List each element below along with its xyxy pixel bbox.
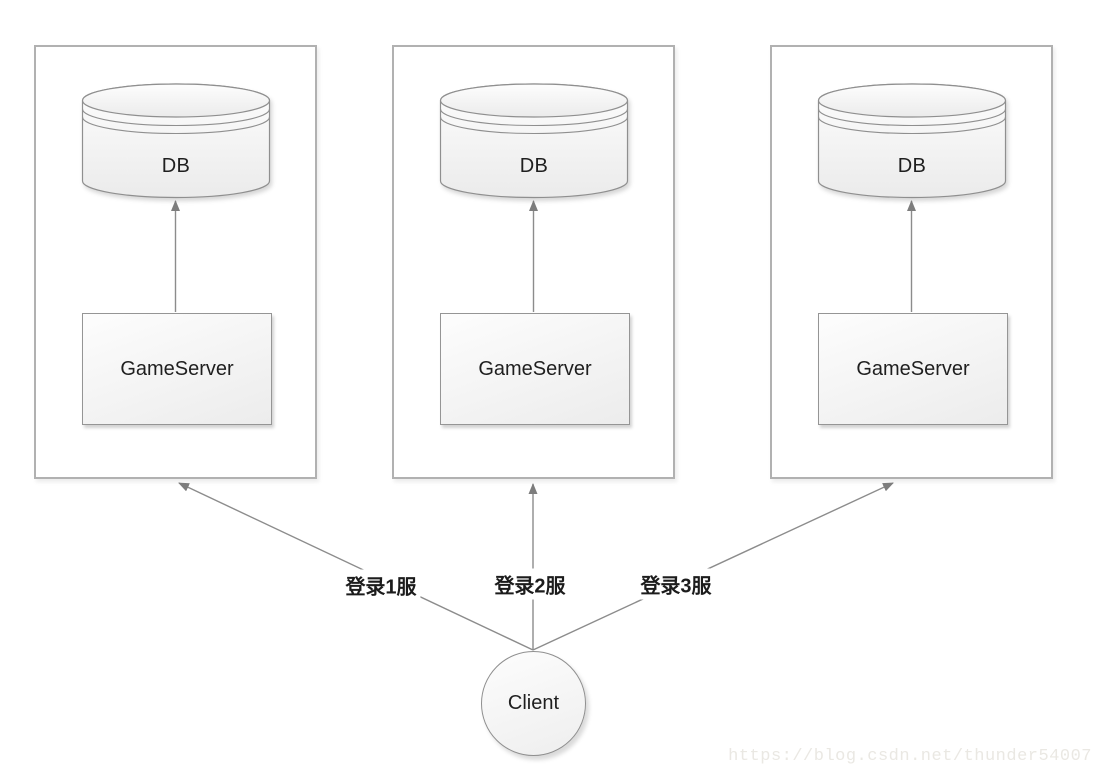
edge-label-login-server1: 登录1服: [341, 569, 421, 601]
db-cylinder-1: DB: [81, 83, 271, 199]
client-node: Client: [481, 651, 586, 756]
client-label: Client: [507, 692, 560, 714]
gameserver-box-3: GameServer: [818, 313, 1008, 425]
edge-client-group3: [532, 482, 894, 651]
db-label: DB: [897, 154, 927, 177]
edge-client-group1: [178, 482, 534, 651]
db-label: DB: [519, 154, 549, 177]
watermark-text: https://blog.csdn.net/thunder54007: [728, 747, 1092, 766]
gameserver-box-2: GameServer: [440, 313, 630, 425]
db-cylinder-2: DB: [439, 83, 629, 199]
edge-label-login-server2: 登录2服: [490, 568, 570, 600]
gameserver-box-1: GameServer: [82, 313, 272, 425]
gameserver-label: GameServer: [478, 357, 592, 380]
db-label: DB: [161, 154, 191, 177]
gameserver-label: GameServer: [856, 357, 970, 380]
gameserver-label: GameServer: [120, 357, 234, 380]
server-group-2: DB GameServer: [392, 45, 675, 479]
server-group-1: DB GameServer: [34, 45, 317, 479]
server-group-3: DB GameServer: [770, 45, 1053, 479]
edge-label-login-server3: 登录3服: [636, 568, 716, 600]
db-cylinder-3: DB: [817, 83, 1007, 199]
